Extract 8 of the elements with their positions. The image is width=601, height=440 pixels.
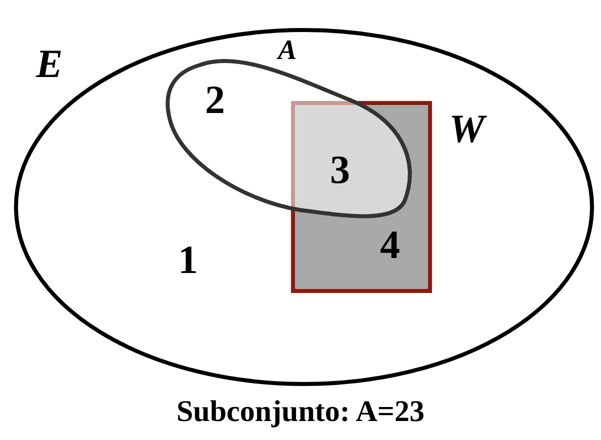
set-label: W [449,109,485,149]
set-label: A [278,37,297,65]
region-number: 4 [380,225,400,265]
set-label: E [36,44,63,84]
region-number: 1 [178,240,198,280]
region-number: 2 [205,80,225,120]
region-number: 3 [330,150,350,190]
caption: Subconjunto: A=23 [176,395,426,429]
